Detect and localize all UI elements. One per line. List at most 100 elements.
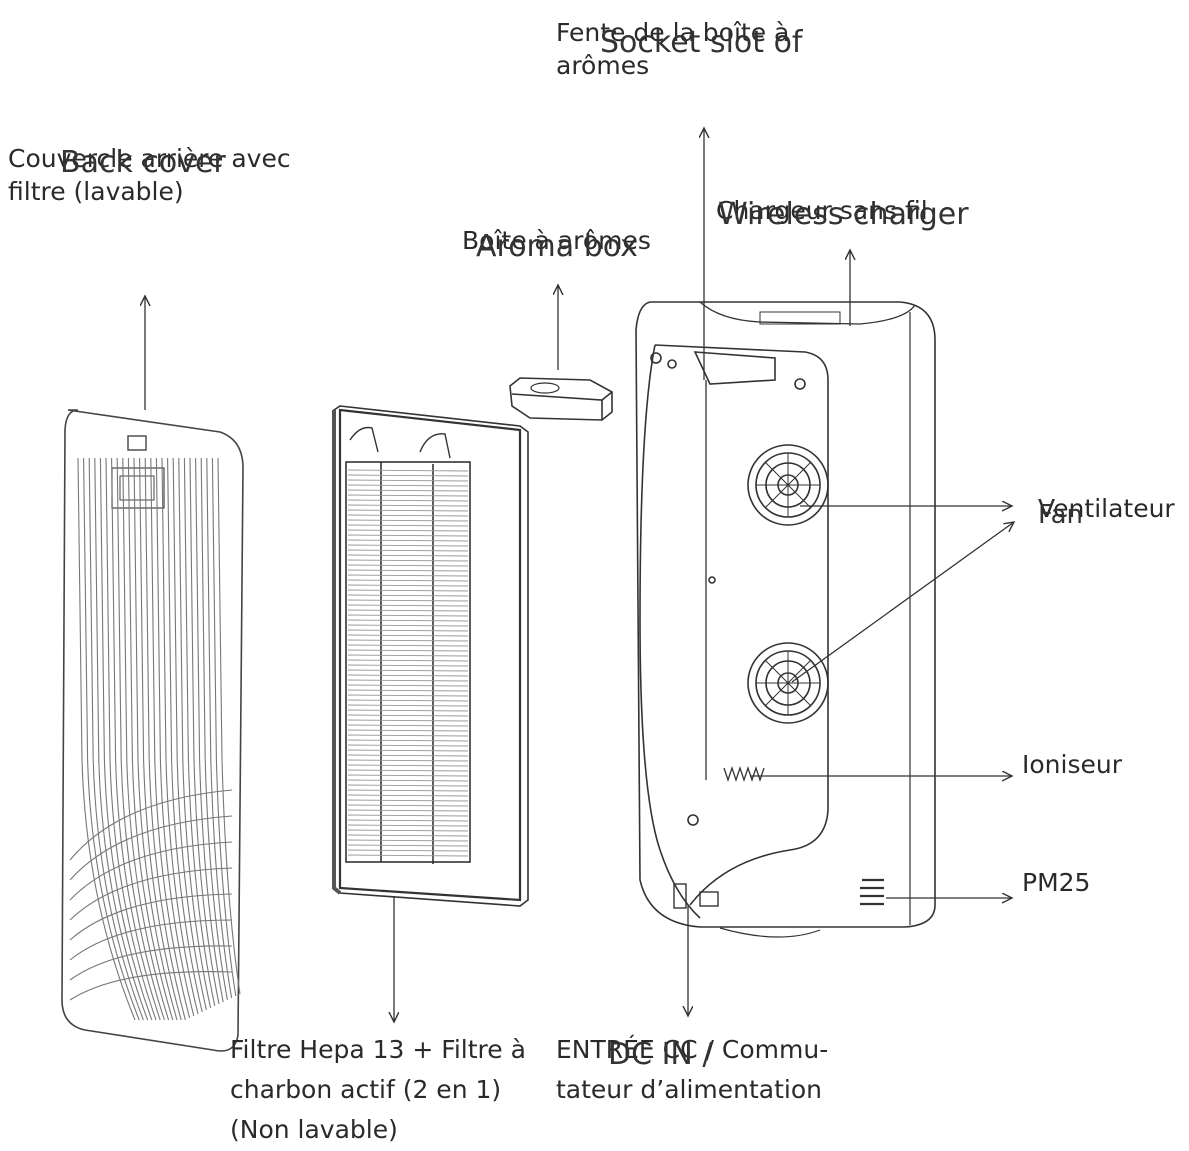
pleat-line <box>347 609 469 612</box>
grille-line <box>144 457 186 1021</box>
pleat-line <box>347 834 469 837</box>
pleat-line <box>347 754 469 757</box>
pleat-line <box>347 814 469 817</box>
pleat-line <box>347 654 469 657</box>
pleat-line <box>347 509 469 512</box>
pleat-line <box>347 529 469 532</box>
pleat-line <box>347 604 469 607</box>
label-aroma-slot: Fente de la boîte à arômes <box>556 18 790 80</box>
pleat-line <box>347 854 469 857</box>
leader-arrows <box>145 128 1014 1022</box>
grille-line <box>183 457 216 1007</box>
pleat-line <box>347 504 469 507</box>
pleat-line <box>347 699 469 702</box>
pleat-line <box>347 639 469 642</box>
pleat-line <box>347 594 469 597</box>
pleat-line <box>347 619 469 622</box>
grille-line <box>116 457 165 1021</box>
label-pm25: PM25 <box>1022 868 1091 897</box>
grille-line <box>155 457 195 1017</box>
grille-line <box>94 457 149 1021</box>
label-aroma-box: Boîte à arômes <box>462 226 651 255</box>
pleat-line <box>347 589 469 592</box>
pleat-line <box>347 474 469 477</box>
pleat-line <box>347 559 469 562</box>
pleat-line <box>347 629 469 632</box>
pleat-line <box>347 549 469 552</box>
label-hepa-filter: Filtre Hepa 13 + Filtre à charbon actif … <box>230 1035 526 1144</box>
pleat-line <box>347 684 469 687</box>
pleat-line <box>347 469 469 472</box>
pleat-line <box>347 744 469 747</box>
back-cover-grille <box>69 457 241 1021</box>
pleat-line <box>347 614 469 617</box>
grille-line <box>217 457 241 995</box>
label-back-cover-en: Back cover <box>60 145 226 180</box>
grille-line <box>206 457 233 999</box>
pleat-line <box>347 564 469 567</box>
grille-line <box>150 457 191 1019</box>
pleat-line <box>347 709 469 712</box>
pleat-line <box>347 799 469 802</box>
grille-line <box>111 457 161 1021</box>
grille-line <box>83 457 140 1021</box>
pleat-line <box>347 764 469 767</box>
pleat-line <box>347 829 469 832</box>
pleat-line <box>347 804 469 807</box>
label-fan: Ventilateur <box>1038 494 1175 523</box>
grille-curve <box>69 919 233 961</box>
pleat-line <box>347 479 469 482</box>
grille-curve <box>69 815 233 881</box>
grille-line <box>178 457 212 1009</box>
hepa-pleats <box>347 469 469 857</box>
pleat-line <box>347 649 469 652</box>
label-wireless-charger: Chargeur sans fil <box>716 196 928 225</box>
pleat-line <box>347 599 469 602</box>
pleat-line <box>347 539 469 542</box>
grille-line <box>211 457 237 997</box>
pleat-line <box>347 659 469 662</box>
pleat-line <box>347 664 469 667</box>
pleat-line <box>347 584 469 587</box>
grille-line <box>133 457 178 1021</box>
grille-curve <box>69 789 233 861</box>
pleat-line <box>347 554 469 557</box>
pleat-line <box>347 819 469 822</box>
grille-line <box>161 457 199 1015</box>
pleat-line <box>347 794 469 797</box>
pleat-line <box>347 714 469 717</box>
pleat-line <box>347 689 469 692</box>
grille-line <box>99 457 153 1021</box>
pleat-line <box>347 749 469 752</box>
pleat-line <box>347 514 469 517</box>
pleat-line <box>347 759 469 762</box>
grille-line <box>167 457 203 1013</box>
grille-line <box>122 457 170 1021</box>
grille-curve <box>69 893 233 941</box>
label-dc-in: ENTRÉE CC / Commu- tateur d’alimentation <box>556 1035 829 1104</box>
grille-line <box>172 457 207 1011</box>
grille-curve <box>69 945 233 981</box>
label-fan-en: Fan <box>1038 500 1083 530</box>
pleat-line <box>347 679 469 682</box>
pleat-line <box>347 669 469 672</box>
pleat-line <box>347 704 469 707</box>
grille-curve <box>69 867 233 921</box>
grille-line <box>77 457 136 1021</box>
label-aroma-box-en: Aroma box <box>476 229 638 264</box>
pleat-line <box>347 694 469 697</box>
label-ioniser: Ioniseur <box>1022 750 1122 779</box>
pleat-line <box>347 824 469 827</box>
grille-line <box>139 457 182 1021</box>
pleat-line <box>347 674 469 677</box>
pleat-line <box>347 534 469 537</box>
pleat-line <box>347 844 469 847</box>
grille-line <box>127 457 174 1021</box>
pleat-line <box>347 519 469 522</box>
pleat-line <box>347 634 469 637</box>
grille-curve <box>69 971 233 1001</box>
pleat-line <box>347 644 469 647</box>
label-wireless-charger-en: Wireless charger <box>718 197 969 232</box>
